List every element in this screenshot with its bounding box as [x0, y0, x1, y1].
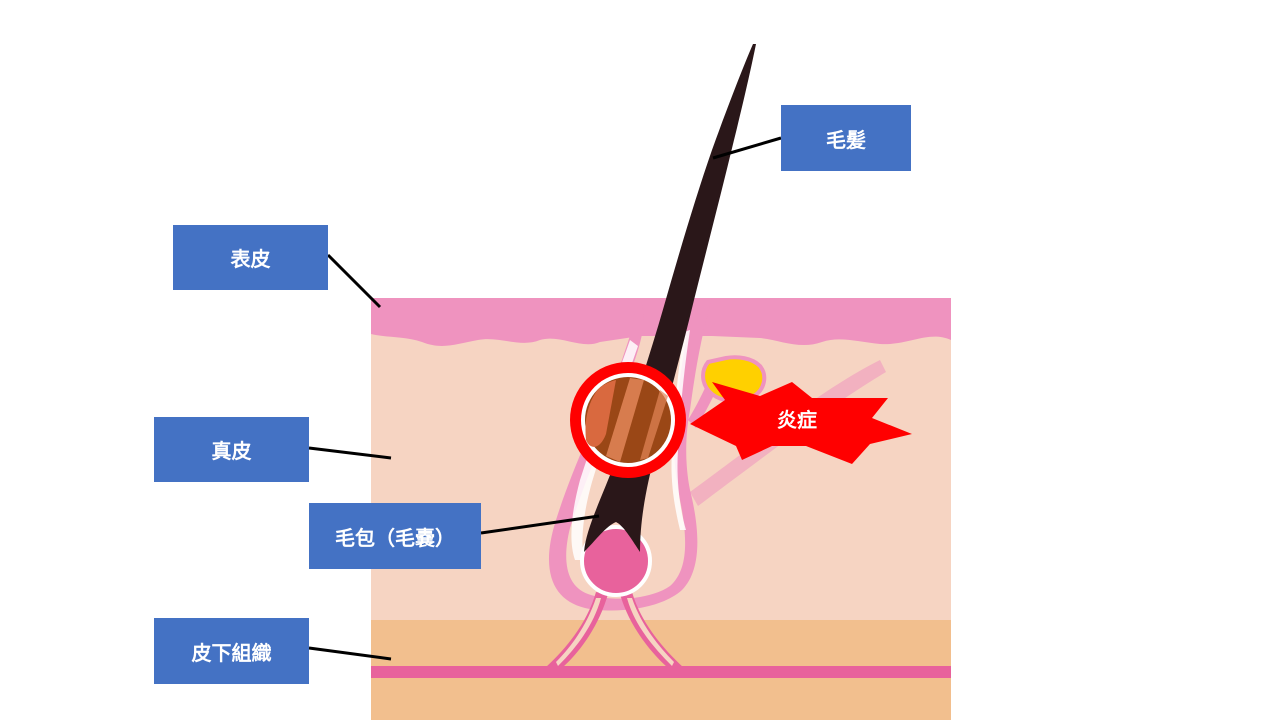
subcutaneous-vessel: [371, 666, 951, 678]
blood-vessel-inner-left: [556, 598, 601, 666]
inflamed-hair-highlight-2: [606, 378, 644, 462]
hair-papilla: [580, 525, 652, 597]
leader-line-hair: [712, 136, 782, 160]
leader-line-follicle: [480, 514, 600, 535]
follicle-label: 毛包（毛嚢）: [309, 503, 481, 569]
follicle-lining-right: [671, 330, 690, 530]
leader-line-dermis: [308, 446, 392, 460]
hair-label: 毛髪: [781, 105, 911, 171]
blood-vessel-inner-right: [627, 598, 674, 666]
inflammation-label: 炎症: [777, 408, 817, 432]
inflamed-hair-highlight: [585, 380, 616, 447]
leader-line-subcutaneous: [308, 646, 392, 661]
subcutaneous-label: 皮下組織: [154, 618, 309, 684]
dermis-label: 真皮: [154, 417, 309, 482]
follicle-lining: [571, 340, 638, 560]
epidermis-label: 表皮: [173, 225, 328, 290]
inflamed-hair-highlight-3: [640, 390, 668, 460]
leader-line-epidermis: [326, 253, 382, 309]
inflammation-burst: [690, 382, 912, 464]
